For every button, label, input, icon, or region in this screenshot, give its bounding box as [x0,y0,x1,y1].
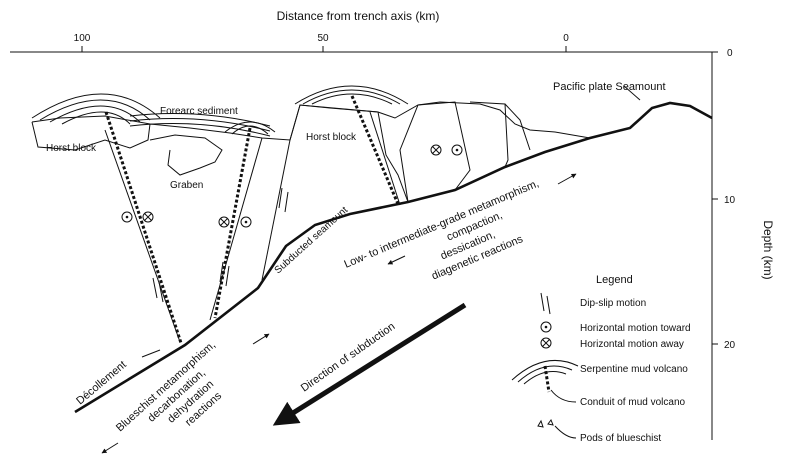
blueschist-pods-icon [537,418,577,439]
central-fault-line [369,111,401,206]
dip-slip-arrows-icon [540,292,551,315]
legend-label: Pods of blueschist [580,433,661,444]
cross-circle-icon [218,216,230,228]
dip-slip-arrows-icon [278,187,289,213]
legend-title: Legend [596,274,633,286]
subducted-seamount-label: Subducted seamount [273,205,351,277]
seamount-pointer [623,85,641,101]
mud-volcano-conduit-left [104,111,183,344]
mud-volcano-middle [224,121,276,135]
legend-label: Serpentine mud volcano [580,364,688,375]
cross-circle-icon [540,337,552,349]
forearc-sediment-label: Forearc sediment [160,106,238,117]
low-grade-arrow-left [387,255,406,265]
low-grade-arrow-right [557,173,577,185]
geology [31,85,713,454]
dot-circle-icon [540,321,552,333]
low-grade-metamorphism-label: Low- to intermediate-grade metamorphism,… [342,178,540,283]
horst-block-label-left: Horst block [46,143,97,154]
legend-label: Dip-slip motion [580,298,646,309]
right-fault-blocks [399,101,531,203]
legend: Legend Dip-slip motion Horizontal motion… [511,274,691,444]
top-axis-tick-label: 0 [563,33,569,44]
right-axis: 0 10 20 Depth (km) [711,48,775,440]
right-axis-tick-label: 10 [724,195,736,206]
legend-label: Horizontal motion away [580,339,684,350]
left-fault-line [104,129,181,343]
mud-volcano-conduit-right [350,95,400,205]
pacific-plate-seamount-label: Pacific plate Seamount [553,81,666,93]
right-axis-title: Depth (km) [761,220,775,279]
decollement-pointer [141,349,161,358]
conduit-pointer [550,389,577,403]
blueschist-metamorphism-label: Blueschist metamorphism, decarbonation, … [114,339,225,434]
left-horst-block [31,121,151,151]
dot-circle-icon [451,144,463,156]
interface-arrow-upper [252,333,270,345]
horst-fault-line [261,139,291,281]
dip-slip-arrows-icon [152,277,164,303]
dot-circle-icon [240,216,252,228]
cross-circle-icon [142,211,154,223]
top-axis-title: Distance from trench axis (km) [277,9,440,23]
mud-volcano-conduit-middle [213,127,252,319]
subduction-direction-arrow [272,302,467,426]
graben-fault-line [209,137,263,321]
right-axis-tick-label: 0 [727,48,733,59]
top-axis-tick-label: 100 [74,33,91,44]
top-axis-tick-label: 50 [317,33,329,44]
central-horst-block [289,104,409,203]
dip-slip-arrows-icon [219,261,230,287]
mud-volcano-right [294,85,409,105]
graben-label: Graben [170,180,203,191]
legend-label: Horizontal motion toward [580,323,691,334]
horst-block-label-center: Horst block [306,132,357,143]
graben-block [149,134,223,176]
right-axis-tick-label: 20 [724,340,736,351]
labels: Pacific plate Seamount Forearc sediment … [46,81,666,434]
legend-label: Conduit of mud volcano [580,397,686,408]
mud-volcano-icon [511,359,579,393]
subduction-interface [74,101,713,414]
cross-circle-icon [430,144,442,156]
dot-circle-icon [121,211,133,223]
interface-arrow-lower [101,442,119,454]
top-axis: Distance from trench axis (km) 100 50 0 [10,9,712,53]
